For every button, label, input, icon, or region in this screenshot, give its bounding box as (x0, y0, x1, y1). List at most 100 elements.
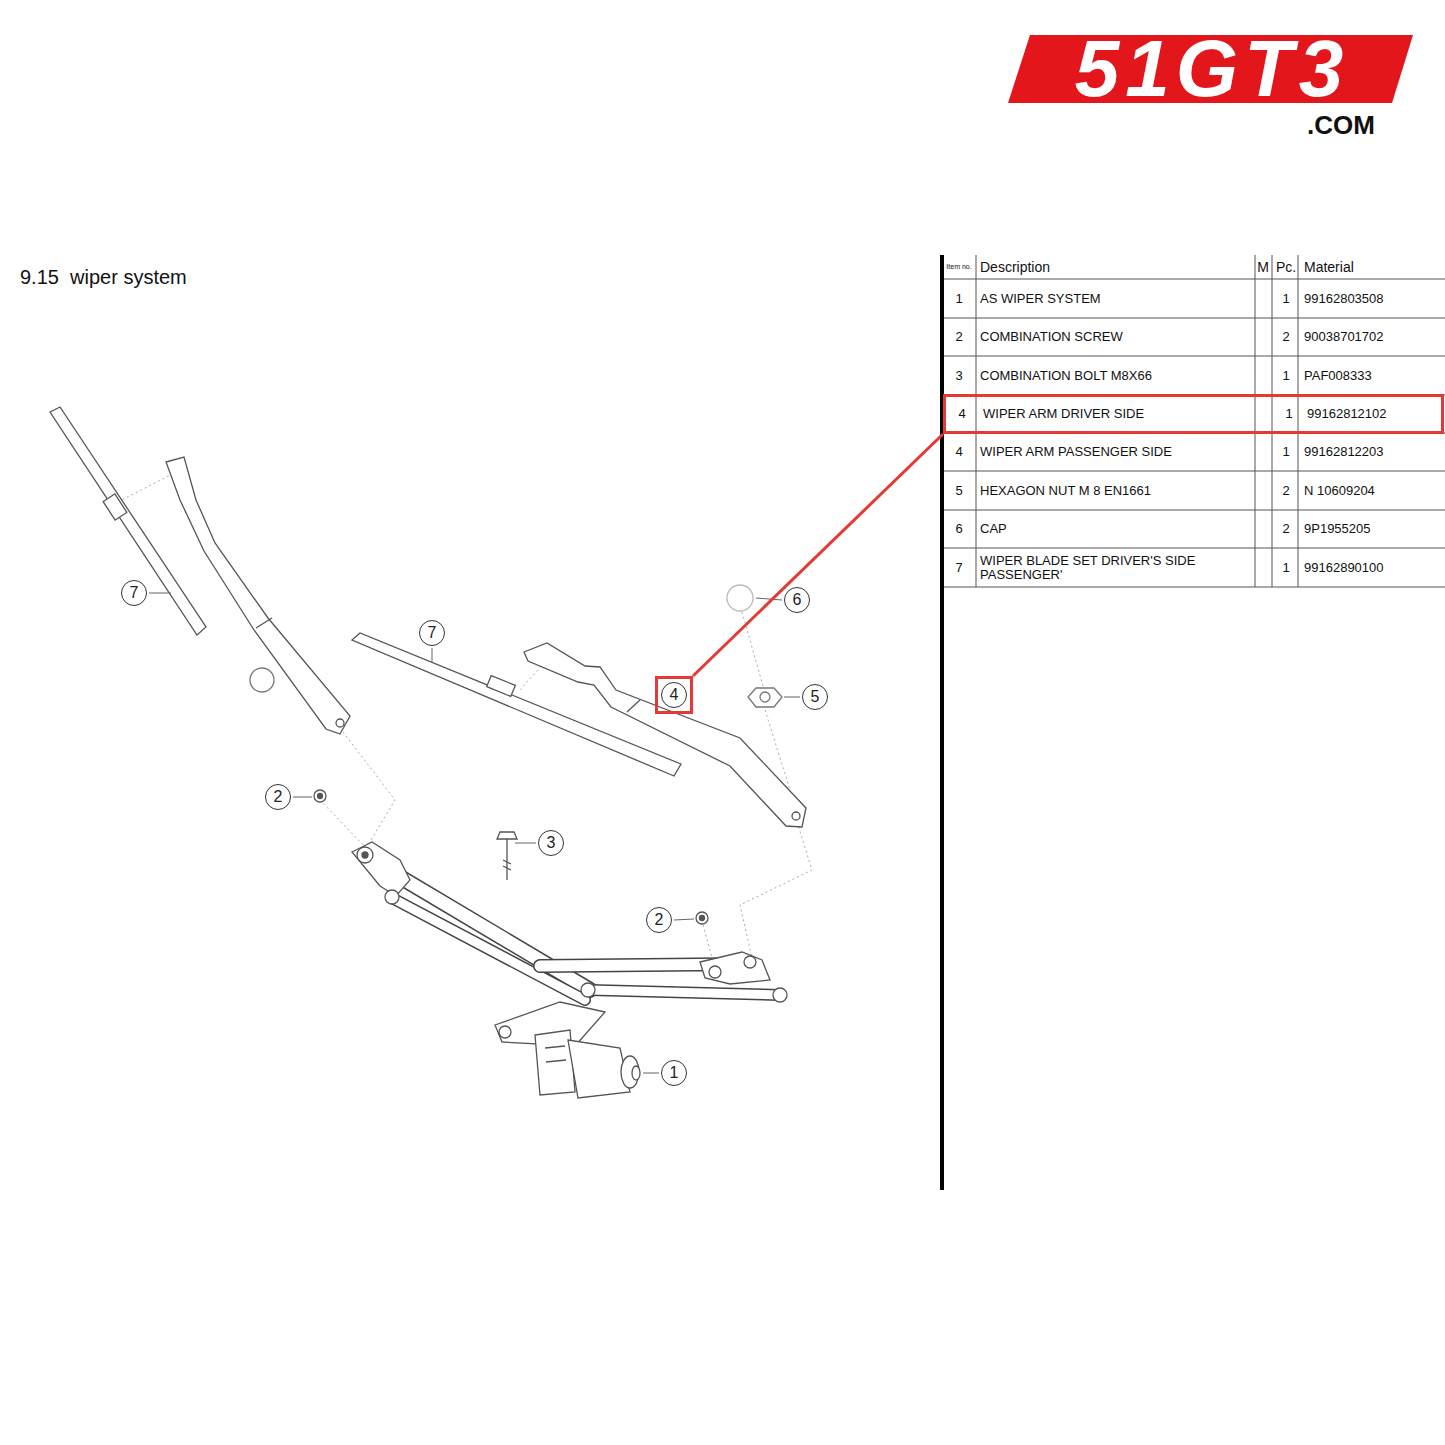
wiper-motor (545, 1046, 565, 1048)
wiper-linkage (590, 990, 780, 995)
assembly-guide (118, 470, 812, 968)
callout-leader (674, 919, 694, 920)
table-cell: 1 (955, 292, 962, 306)
table-cell: 99162812102 (1307, 407, 1387, 421)
brand-domain: .COM (1307, 111, 1375, 139)
fastener (506, 839, 507, 880)
wiper-blade (103, 494, 127, 520)
linkage-bracket (744, 956, 756, 968)
table-cell: 9P1955205 (1304, 522, 1371, 536)
assembly-guide (740, 822, 812, 958)
table-cell: AS WIPER SYSTEM (980, 292, 1101, 306)
table-cell: WIPER ARM PASSENGER SIDE (980, 445, 1172, 459)
table-cell: 1 (1282, 445, 1289, 459)
table-cell: 90038701702 (1304, 330, 1384, 344)
linkage-bracket (352, 842, 787, 1046)
wiper-motor (535, 1030, 640, 1098)
callout-circle: 1 (661, 1060, 687, 1086)
table-cell: 3 (955, 369, 962, 383)
callout-circle: 7 (121, 580, 147, 606)
callout-leader (784, 697, 800, 698)
linkage-bracket (700, 952, 770, 984)
linkage-bracket (357, 847, 373, 863)
table-cell: COMBINATION BOLT M8X66 (980, 369, 1152, 383)
callout-number: 2 (655, 912, 664, 928)
table-rule (1255, 255, 1256, 587)
callout-number: 4 (670, 687, 679, 703)
linkage-bracket (385, 890, 399, 904)
section-title: 9.15 wiper system (20, 266, 187, 289)
wiper-motor (632, 1066, 640, 1080)
table-cell: HEXAGON NUT M 8 EN1661 (980, 484, 1151, 498)
assembly-guide (742, 612, 763, 686)
callout-leader (293, 797, 312, 798)
callout-number: 5 (811, 689, 820, 705)
table-rule (944, 318, 1445, 319)
table-cell: 1 (1282, 561, 1289, 575)
wiper-linkage (392, 898, 585, 1000)
callout-leader (756, 598, 782, 600)
table-header: Material (1304, 260, 1354, 274)
callout-leader (149, 593, 171, 594)
table-cell: N 10609204 (1304, 484, 1375, 498)
wiper-arm (166, 457, 806, 827)
assembly-guide (340, 728, 395, 845)
table-cell: 2 (1282, 522, 1289, 536)
callout-circle: 2 (265, 784, 291, 810)
callout-number: 1 (670, 1065, 679, 1081)
callout-leader (515, 843, 536, 844)
table-rule (942, 255, 1445, 1190)
table-cell: 4 (958, 407, 965, 421)
cap-and-nut (748, 688, 782, 707)
wiper-arm (256, 618, 272, 628)
fastener (314, 790, 708, 924)
fastener (318, 794, 323, 799)
table-rule (944, 471, 1445, 472)
highlighted-row: 4 WIPER ARM DRIVER SIDE 1 99162812102 (943, 394, 1444, 434)
callout-circle: 7 (419, 620, 445, 646)
wiper-arm (792, 812, 800, 820)
callout-leader (643, 1073, 659, 1074)
fastener (696, 912, 708, 924)
cap-and-nut (250, 585, 782, 707)
table-cell: 7 (955, 561, 962, 575)
table-cell: 2 (1282, 330, 1289, 344)
callout-circle: 5 (802, 684, 828, 710)
table-rule (976, 255, 977, 587)
callout-number: 7 (428, 625, 437, 641)
table-header: M (1257, 260, 1269, 274)
wiper-arm (166, 457, 350, 734)
table-cell: 99162803508 (1304, 292, 1384, 306)
brand-logo: 51GT3 (1075, 29, 1350, 109)
table-rule (944, 356, 1445, 357)
highlight-callout: 4 (655, 676, 693, 714)
wiper-motor (546, 1060, 566, 1062)
table-cell: 6 (955, 522, 962, 536)
leader-connector (693, 434, 943, 676)
callout-number: 2 (274, 789, 283, 805)
fastener (314, 790, 326, 802)
table-cell: 2 (1282, 484, 1289, 498)
callout-leader (432, 648, 433, 663)
table-cell: 2 (955, 330, 962, 344)
table-cell: 5 (955, 484, 962, 498)
cap-and-nut (760, 692, 770, 702)
callout-number: 3 (547, 835, 556, 851)
fastener (497, 832, 517, 839)
callout-circle: 3 (538, 830, 564, 856)
table-cell: 1 (1282, 369, 1289, 383)
wiper-blade (487, 676, 516, 697)
fastener (503, 860, 511, 864)
linkage-bracket (362, 852, 368, 858)
linkage-bracket (352, 842, 410, 896)
wiper-linkage (368, 858, 780, 1000)
table-cell: PAF008333 (1304, 369, 1372, 383)
linkage-bracket (581, 983, 595, 997)
table-cell: 1 (1285, 407, 1292, 421)
callout-number: 7 (130, 585, 139, 601)
table-cell: 4 (955, 445, 962, 459)
table-cell: WIPER ARM DRIVER SIDE (983, 407, 1144, 421)
callout-circle: 6 (784, 587, 810, 613)
